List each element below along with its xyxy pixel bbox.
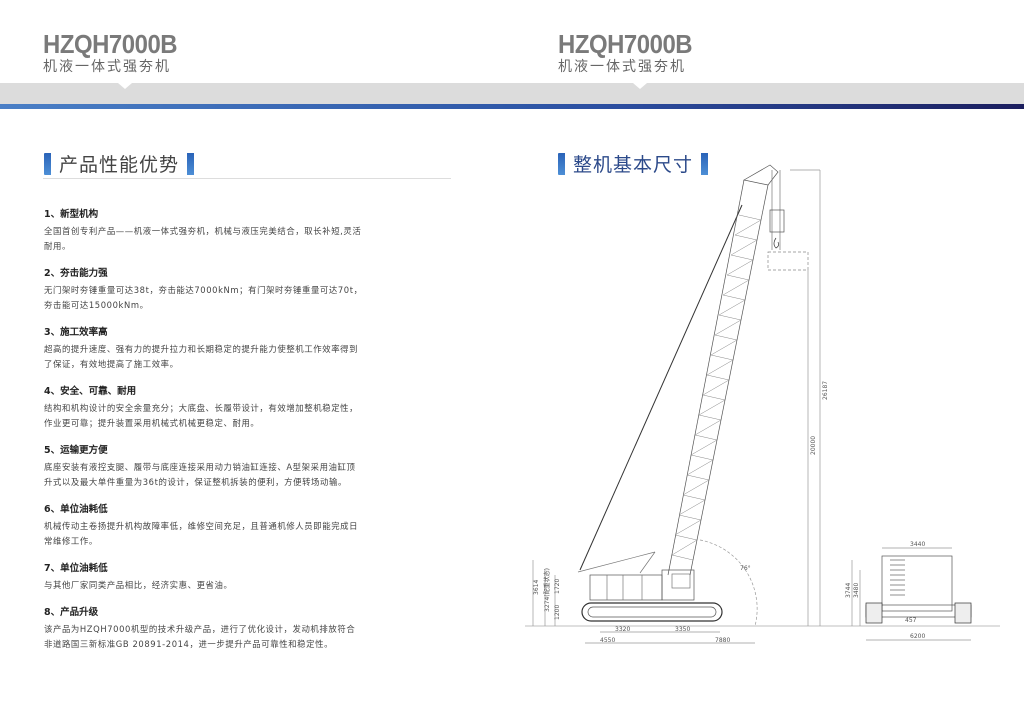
dim-total-height: 26187 [822,381,829,400]
feature-title: 4、安全、可靠、耐用 [44,386,137,397]
dim-ground-clearance: 457 [905,617,917,624]
section-title-text: 整机基本尺寸 [573,154,694,176]
dim-body-height: 3274(配重状态) [543,568,551,612]
feature-title: 6、单位油耗低 [44,504,108,515]
bracket-left-icon [44,152,51,175]
feature-item: 5、运输更方便底座安装有液控支腿、履带与底座连接采用动力销油缸连接、A型架采用油… [44,442,364,490]
feature-item: 1、新型机构全国首创专利产品——机液一体式强夯机，机械与液压完美结合，取长补短,… [44,206,364,254]
header-blue-line [0,104,1024,109]
feature-text: 超高的提升速度、强有力的提升拉力和长期稳定的提升能力使整机工作效率得到了保证，有… [44,344,359,369]
feature-item: 6、单位油耗低机械传动主卷扬提升机构故障率低，维修空间充足，且普通机修人员即能完… [44,501,364,549]
feature-item: 4、安全、可靠、耐用结构和机构设计的安全余量充分；大底盘、长履带设计，有效增加整… [44,383,364,431]
dim-cab-height: 3614 [533,580,540,595]
bracket-right-icon [187,152,195,175]
feature-text: 底座安装有液控支腿、履带与底座连接采用动力销油缸连接、A型架采用油缸顶升式以及最… [44,462,356,487]
feature-text: 机械传动主卷扬提升机构故障率低，维修空间充足，且普通机修人员即能完成日常维修工作… [44,521,359,546]
band-notch [118,83,132,89]
dim-boom-angle: 76° [740,565,751,572]
bracket-right-icon [701,152,709,175]
section-title-text: 产品性能优势 [59,154,180,176]
bracket-left-icon [558,152,565,175]
model-subtitle: 机液一体式强夯机 [43,59,171,75]
section-title-dimensions: 整机基本尺寸 [550,150,716,177]
dim-track-width: 6200 [910,633,925,640]
feature-item: 3、施工效率高超高的提升速度、强有力的提升拉力和长期稳定的提升能力使整机工作效率… [44,324,364,372]
right-header: HZQH7000B 机液一体式强夯机 [558,30,704,76]
feature-title: 3、施工效率高 [44,327,108,338]
header-band [0,83,1024,104]
feature-title: 5、运输更方便 [44,445,108,456]
feature-text: 结构和机构设计的安全余量充分；大底盘、长履带设计，有效增加整机稳定性，作业更可靠… [44,403,359,428]
feature-item: 7、单位油耗低与其他厂家同类产品相比，经济实惠、更省油。 [44,560,364,593]
dim-track-height: 1200 [554,605,561,620]
feature-title: 8、产品升级 [44,607,99,618]
dim-tail-radius: 4550 [600,637,615,644]
dim-lift-height: 20000 [810,436,817,455]
model-name: HZQH7000B [558,29,693,59]
band-notch [633,83,647,89]
dim-upper-height: 1720 [554,579,561,594]
feature-text: 与其他厂家同类产品相比，经济实惠、更省油。 [44,580,233,590]
feature-text: 该产品为HZQH7000机型的技术升级产品，进行了优化设计，发动机排放符合非道路… [44,624,356,649]
feature-item: 8、产品升级该产品为HZQH7000机型的技术升级产品，进行了优化设计，发动机排… [44,604,364,652]
dim-upper-width: 3440 [910,541,925,548]
model-subtitle: 机液一体式强夯机 [558,59,686,75]
feature-list: 1、新型机构全国首创专利产品——机液一体式强夯机，机械与液压完美结合，取长补短,… [44,206,364,663]
feature-title: 2、夯击能力强 [44,268,108,279]
model-name: HZQH7000B [43,29,178,59]
left-header: HZQH7000B 机液一体式强夯机 [43,30,189,76]
section-title-features: 产品性能优势 [36,150,202,177]
feature-text: 无门架时夯锤重量可达38t，夯击能达7000kNm；有门架时夯锤重量可达70t，… [44,285,363,310]
dim-track-front: 3320 [615,626,630,633]
dim-rear-height-2: 3480 [853,583,860,598]
dim-rear-height: 3744 [845,583,852,598]
crane-dimension-drawing: 26187 20000 3614 3274(配重状态) 1720 1200 33… [525,164,1000,644]
dim-track-rear: 3350 [675,626,690,633]
feature-title: 7、单位油耗低 [44,563,108,574]
feature-text: 全国首创专利产品——机液一体式强夯机，机械与液压完美结合，取长补短,灵活耐用。 [44,226,362,251]
section-divider [43,178,451,179]
feature-item: 2、夯击能力强无门架时夯锤重量可达38t，夯击能达7000kNm；有门架时夯锤重… [44,265,364,313]
dim-working-radius: 7880 [715,637,730,644]
feature-title: 1、新型机构 [44,209,99,220]
